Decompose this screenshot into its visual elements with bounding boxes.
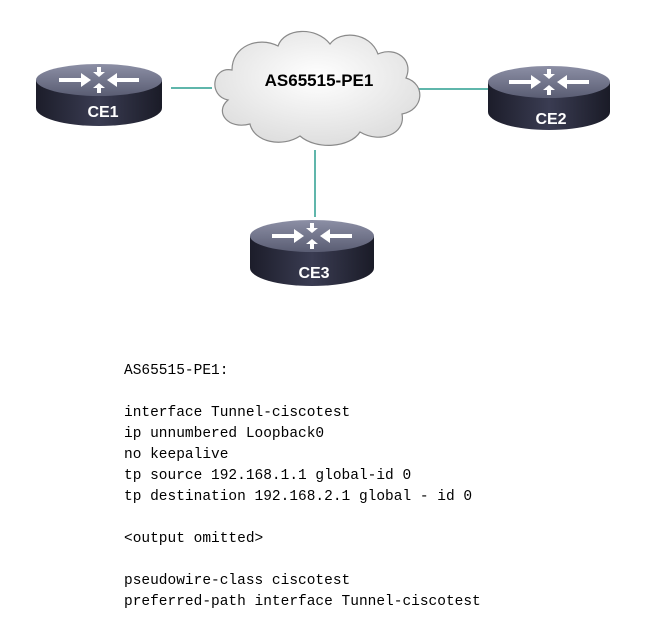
router-label: CE2 — [535, 111, 566, 128]
config-line — [124, 508, 481, 529]
config-line: pseudowire-class ciscotest — [124, 573, 351, 589]
router-top — [36, 64, 162, 96]
config-line: no keepalive — [124, 447, 229, 463]
config-line: ip unnumbered Loopback0 — [124, 426, 325, 442]
cloud-label: AS65515-PE1 — [265, 71, 374, 90]
config-line: interface Tunnel-ciscotest — [124, 405, 351, 421]
config-line: AS65515-PE1: — [124, 363, 229, 379]
config-line: <output omitted> — [124, 531, 264, 547]
config-line — [124, 550, 481, 571]
router-ce2: CE2 — [488, 66, 610, 130]
cloud-shape — [214, 30, 421, 146]
router-ce1: CE1 — [36, 64, 162, 126]
router-label: CE1 — [87, 104, 118, 121]
router-top — [250, 220, 374, 252]
cloud-as65515-pe1: AS65515-PE1 — [214, 30, 421, 146]
config-line: tp destination 192.168.2.1 global - id 0 — [124, 489, 473, 505]
router-top — [488, 66, 610, 98]
config-line: tp source 192.168.1.1 global-id 0 — [124, 468, 412, 484]
config-line: preferred-path interface Tunnel-ciscotes… — [124, 594, 481, 610]
router-ce3: CE3 — [250, 220, 374, 286]
router-label: CE3 — [298, 265, 329, 282]
config-line — [124, 382, 481, 403]
config-listing: AS65515-PE1: interface Tunnel-ciscotest … — [124, 361, 481, 613]
